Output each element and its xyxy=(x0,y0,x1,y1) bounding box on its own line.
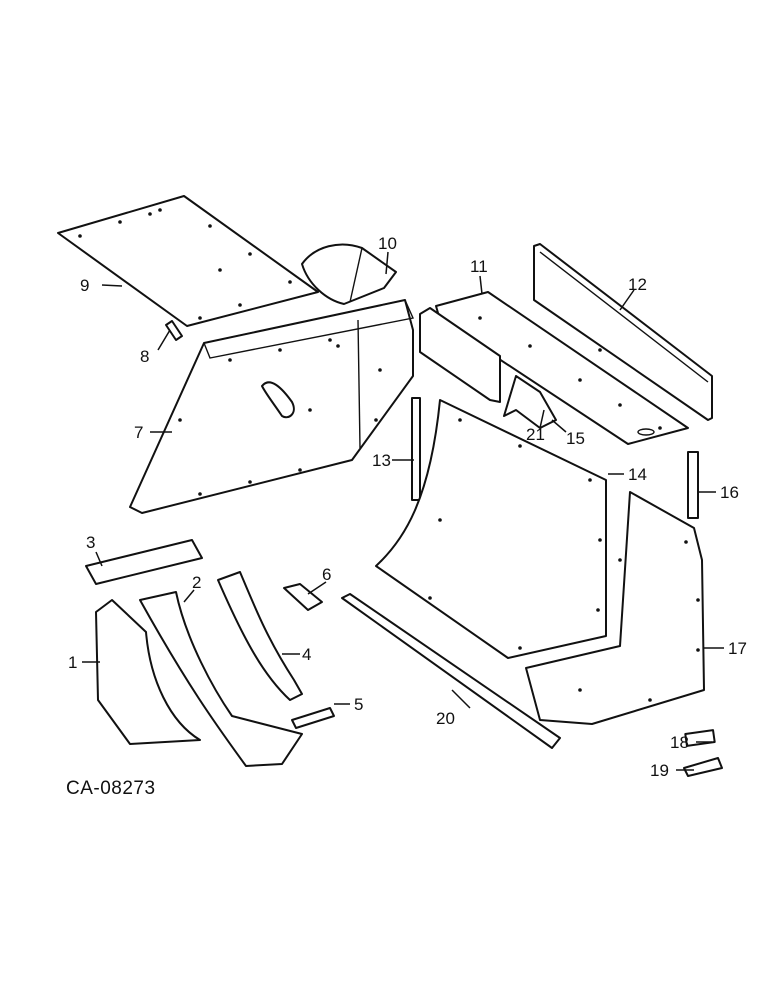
part-9-top-panel xyxy=(57,195,319,327)
part-18-block xyxy=(684,729,716,747)
part-4-channel xyxy=(217,571,303,701)
callout-14: 14 xyxy=(628,465,647,484)
part-20-bar xyxy=(341,593,561,749)
part-19-plate xyxy=(683,757,723,777)
callout-11: 11 xyxy=(470,257,488,276)
part-7-side-panel xyxy=(129,299,414,514)
callout-leaders xyxy=(82,251,724,771)
part-10-bracket xyxy=(301,243,397,305)
callout-13: 13 xyxy=(372,451,391,470)
callout-7: 7 xyxy=(134,423,143,442)
callout-10: 10 xyxy=(378,234,397,253)
callout-1: 1 xyxy=(68,653,77,672)
part-3-angle xyxy=(85,539,203,585)
part-6-bracket xyxy=(283,583,323,611)
part-14-back-panel xyxy=(375,399,607,659)
callout-4: 4 xyxy=(302,645,311,664)
part-2-channel xyxy=(139,591,303,767)
part-13-strip xyxy=(411,397,421,501)
callout-16: 16 xyxy=(720,483,739,502)
part-deflector xyxy=(419,307,501,403)
callout-numbers: 9 10 11 12 8 7 13 21 15 14 16 3 2 6 1 4 … xyxy=(68,234,747,780)
callout-12: 12 xyxy=(628,275,647,294)
callout-15: 15 xyxy=(566,429,585,448)
part-1-bracket xyxy=(95,599,201,745)
callout-2: 2 xyxy=(192,573,201,592)
callout-6: 6 xyxy=(322,565,331,584)
callout-17: 17 xyxy=(728,639,747,658)
part-8-clip xyxy=(165,320,183,341)
part-16-strip xyxy=(687,451,699,519)
part-12-strip xyxy=(533,243,713,421)
callout-21: 21 xyxy=(526,425,545,444)
drawing-code: CA-08273 xyxy=(66,778,156,799)
part-17-lower-panel xyxy=(525,491,705,725)
callout-5: 5 xyxy=(354,695,363,714)
callout-3: 3 xyxy=(86,533,95,552)
callout-9: 9 xyxy=(80,276,89,295)
callout-20: 20 xyxy=(436,709,455,728)
part-5-strap xyxy=(291,707,335,729)
callout-18: 18 xyxy=(670,733,689,752)
callout-8: 8 xyxy=(140,347,149,366)
callout-19: 19 xyxy=(650,761,669,780)
